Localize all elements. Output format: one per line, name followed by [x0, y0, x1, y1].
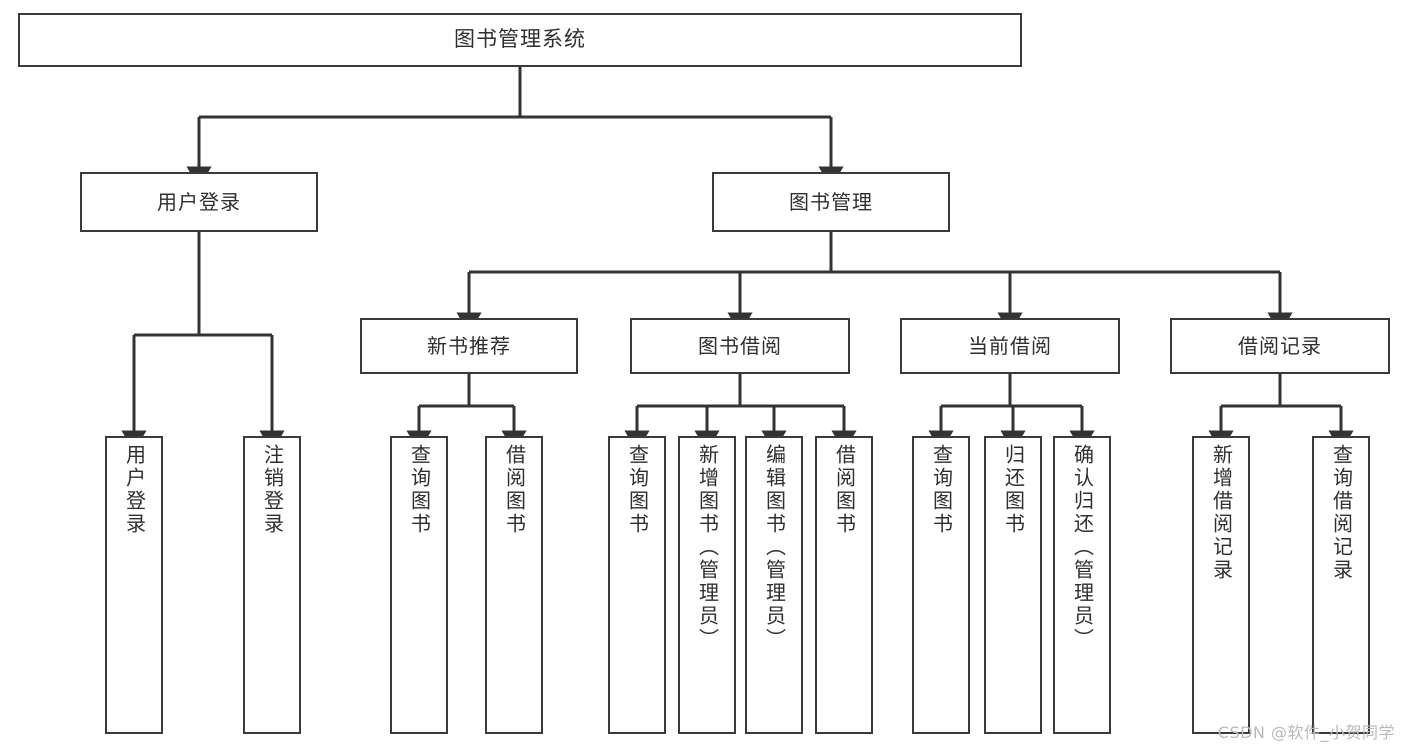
node-leaf-bb-borrow[interactable]: 借阅图书 [815, 436, 873, 734]
node-label-leaf-rec-query: 查询图书 [407, 444, 432, 536]
node-label-user-login: 用户登录 [157, 189, 241, 214]
node-leaf-user-logout[interactable]: 注销登录 [243, 436, 301, 734]
node-leaf-bb-add[interactable]: 新增图书（管理员） [678, 436, 736, 734]
node-label-root: 图书管理系统 [454, 27, 586, 52]
node-book-borrow[interactable]: 图书借阅 [630, 318, 850, 374]
node-leaf-bb-edit[interactable]: 编辑图书（管理员） [745, 436, 803, 734]
node-root[interactable]: 图书管理系统 [18, 13, 1022, 67]
node-leaf-br-add[interactable]: 新增借阅记录 [1192, 436, 1250, 734]
node-label-leaf-cb-return: 归还图书 [1001, 444, 1026, 536]
node-book-manage[interactable]: 图书管理 [712, 172, 950, 232]
node-leaf-rec-query[interactable]: 查询图书 [390, 436, 448, 734]
node-label-leaf-br-add: 新增借阅记录 [1209, 444, 1234, 582]
node-label-leaf-bb-add: 新增图书（管理员） [695, 444, 720, 651]
node-label-new-book-rec: 新书推荐 [427, 333, 511, 358]
node-leaf-rec-borrow[interactable]: 借阅图书 [485, 436, 543, 734]
node-label-leaf-user-login: 用户登录 [122, 444, 147, 536]
node-label-leaf-rec-borrow: 借阅图书 [502, 444, 527, 536]
node-label-leaf-bb-query: 查询图书 [625, 444, 650, 536]
node-borrow-record[interactable]: 借阅记录 [1170, 318, 1390, 374]
node-new-book-rec[interactable]: 新书推荐 [360, 318, 578, 374]
node-label-book-manage: 图书管理 [789, 189, 873, 214]
node-label-book-borrow: 图书借阅 [698, 333, 782, 358]
node-label-leaf-bb-edit: 编辑图书（管理员） [762, 444, 787, 651]
node-user-login[interactable]: 用户登录 [80, 172, 318, 232]
node-label-leaf-bb-borrow: 借阅图书 [832, 444, 857, 536]
node-label-current-borrow: 当前借阅 [968, 333, 1052, 358]
node-leaf-cb-confirm[interactable]: 确认归还（管理员） [1053, 436, 1111, 734]
node-label-leaf-br-query: 查询借阅记录 [1329, 444, 1354, 582]
node-leaf-br-query[interactable]: 查询借阅记录 [1312, 436, 1370, 734]
node-label-leaf-cb-confirm: 确认归还（管理员） [1070, 444, 1095, 651]
csdn-watermark: CSDN @软件_小贺同学 [1217, 723, 1395, 742]
node-leaf-user-login[interactable]: 用户登录 [105, 436, 163, 734]
node-label-leaf-cb-query: 查询图书 [929, 444, 954, 536]
node-leaf-cb-query[interactable]: 查询图书 [912, 436, 970, 734]
node-label-leaf-user-logout: 注销登录 [260, 444, 285, 536]
node-leaf-cb-return[interactable]: 归还图书 [984, 436, 1042, 734]
node-leaf-bb-query[interactable]: 查询图书 [608, 436, 666, 734]
node-label-borrow-record: 借阅记录 [1238, 333, 1322, 358]
node-current-borrow[interactable]: 当前借阅 [900, 318, 1120, 374]
